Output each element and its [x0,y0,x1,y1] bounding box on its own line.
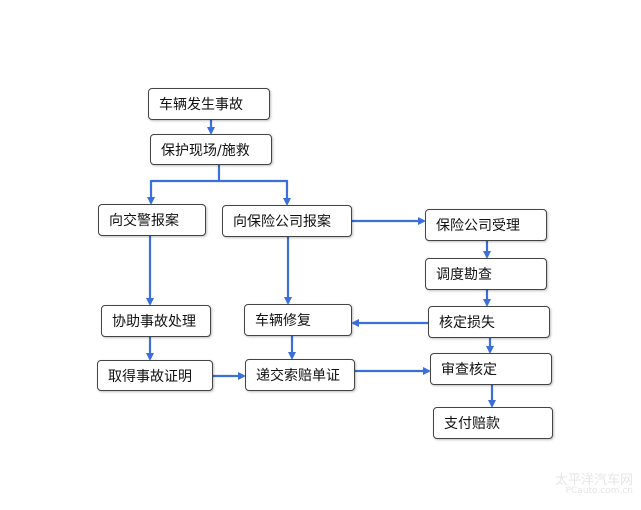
watermark: 太平洋汽车网 PCauto.com.cn [555,474,633,496]
watermark-url: PCauto.com.cn [565,486,633,496]
node-report-insurer: 向保险公司报案 [222,205,352,237]
node-accident: 车辆发生事故 [148,88,270,120]
node-pay: 支付赔款 [433,407,553,439]
node-protect-scene: 保护现场/施救 [150,134,272,165]
node-submit-claim: 递交索赔单证 [245,359,355,391]
node-report-police: 向交警报案 [98,204,206,236]
node-insurer-accept: 保险公司受理 [425,209,547,241]
node-certificate: 取得事故证明 [97,360,213,391]
node-repair: 车辆修复 [244,304,352,336]
connector-protect-split [151,165,288,183]
node-survey: 调度勘查 [425,258,547,290]
node-assist: 协助事故处理 [101,305,211,337]
node-assess-loss: 核定损失 [428,306,550,338]
watermark-name: 太平洋汽车网 [554,473,633,488]
node-review: 审查核定 [430,353,552,385]
